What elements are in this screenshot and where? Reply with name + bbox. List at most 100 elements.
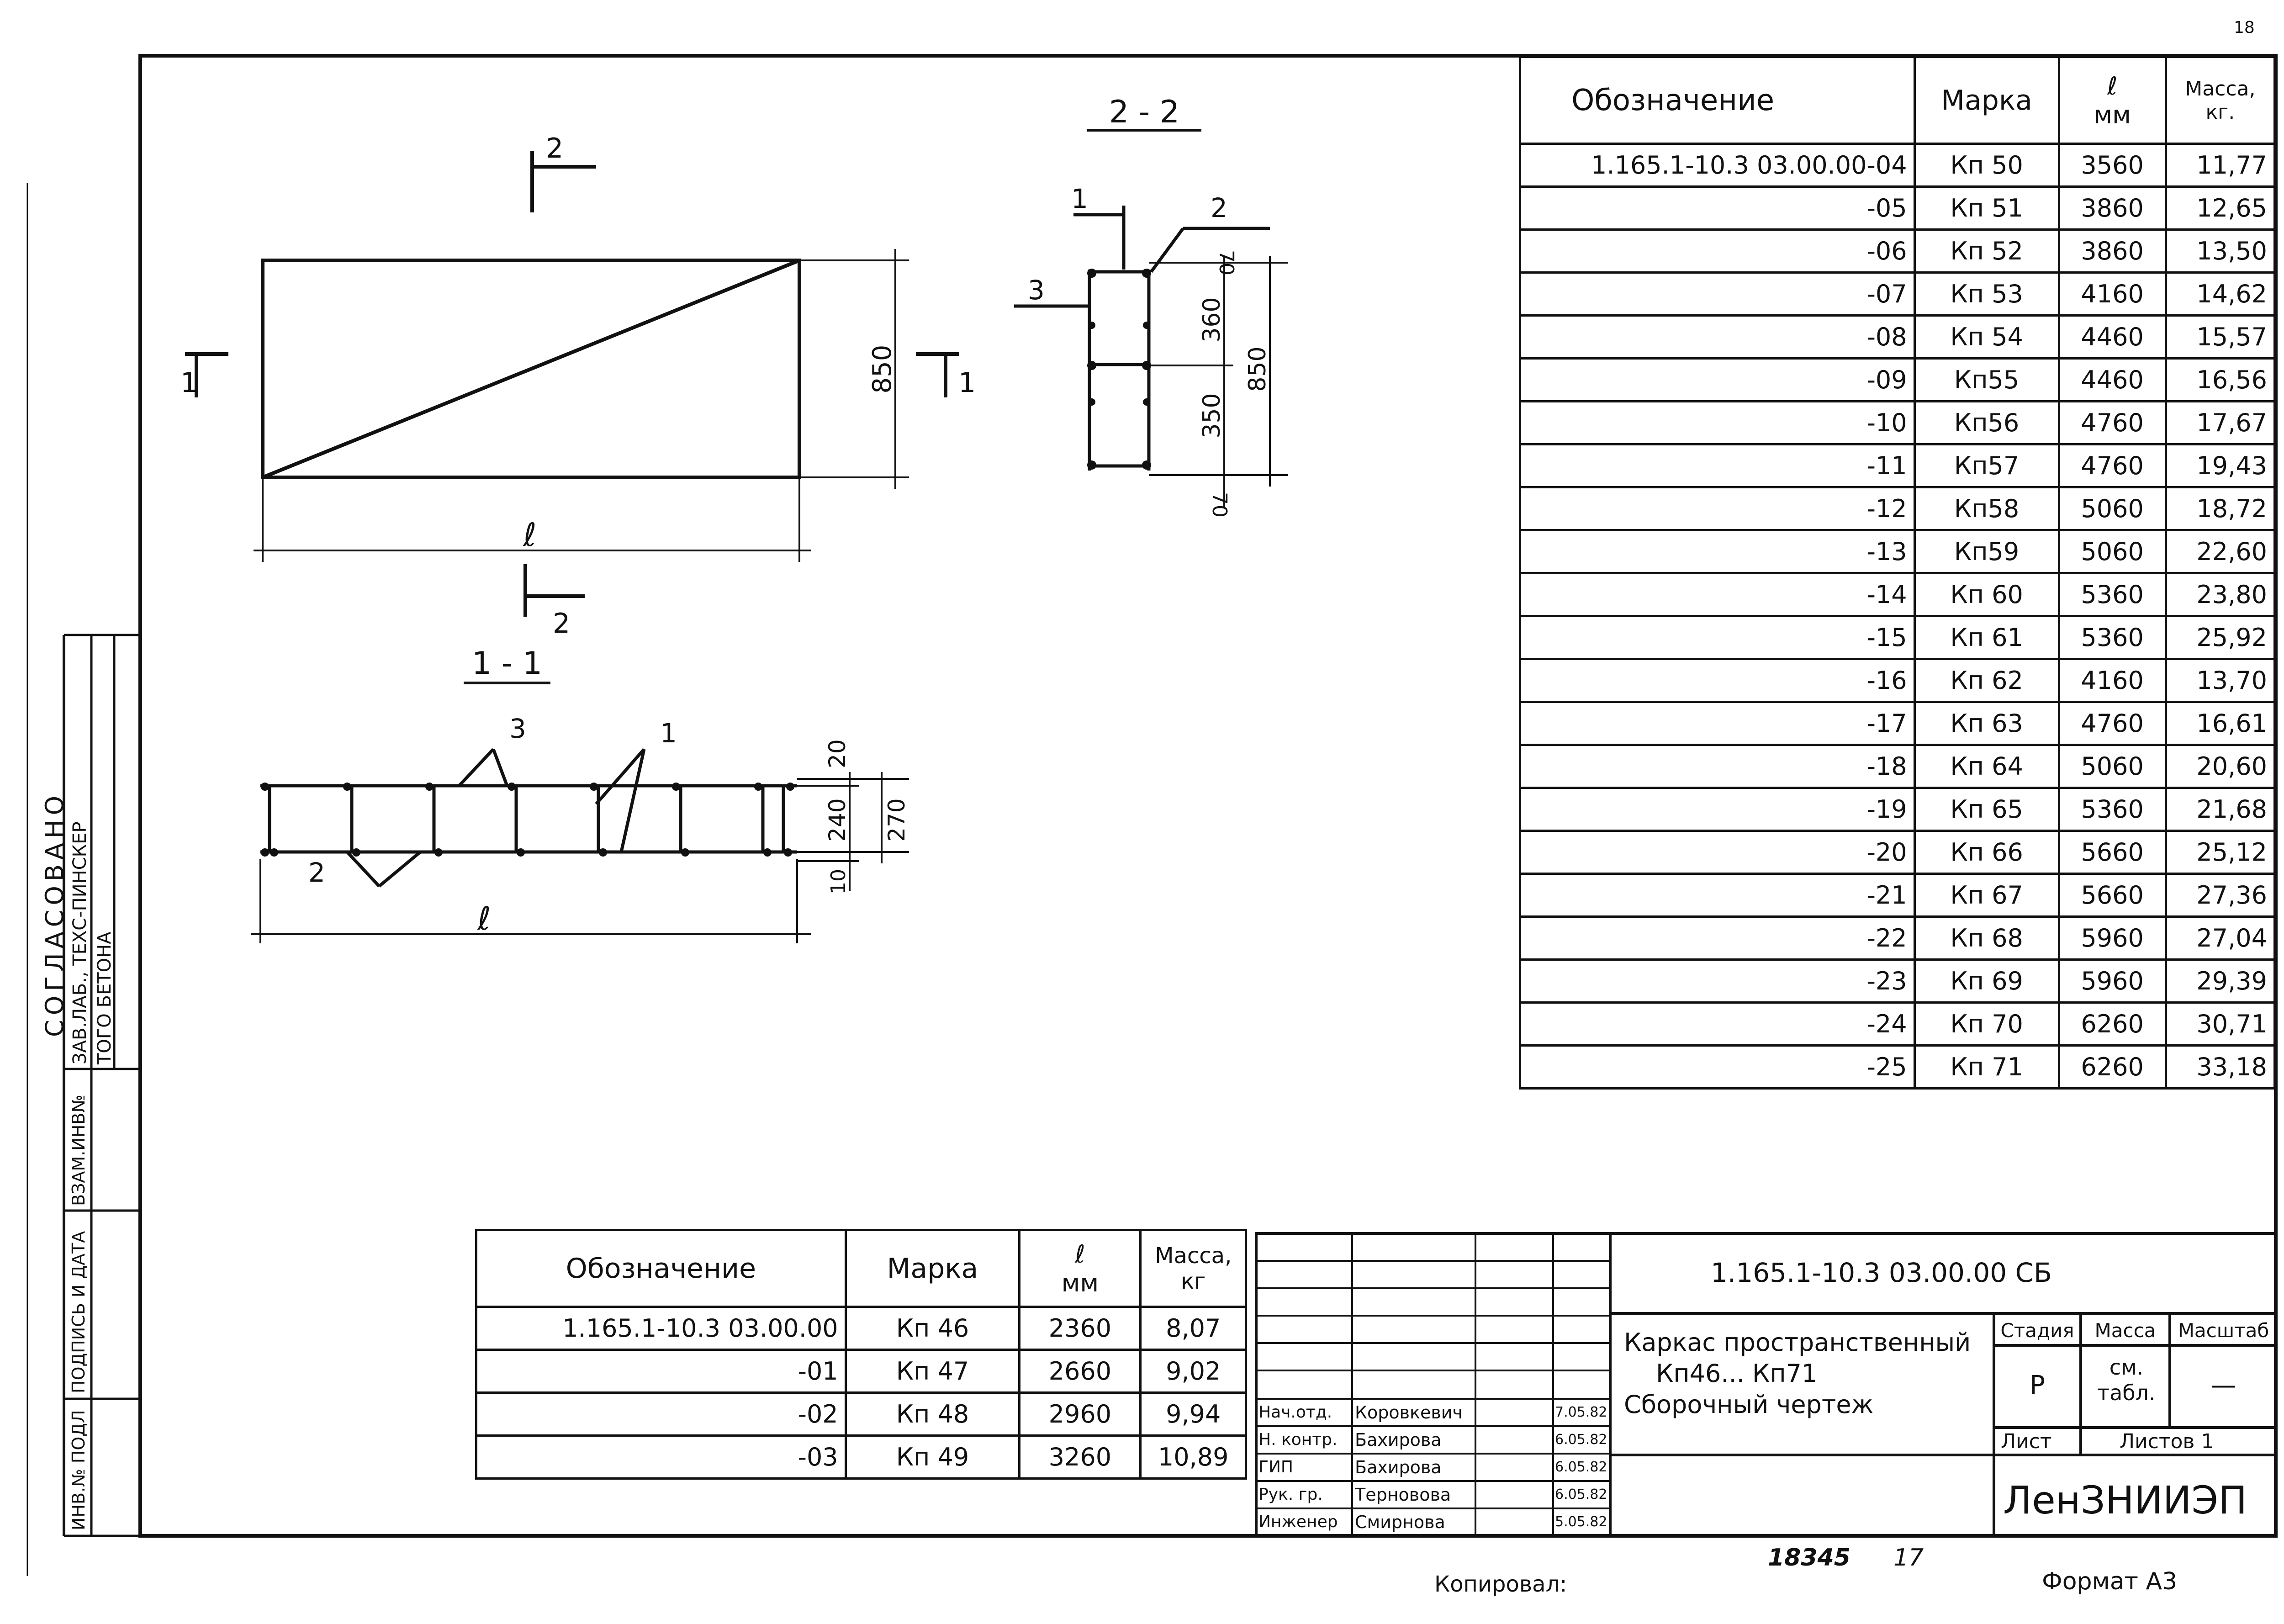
dim-240: 240 [824, 798, 851, 841]
dim-length-plan: ℓ [523, 516, 537, 554]
cell-mass: 21,68 [2164, 787, 2276, 832]
cell-designation: -10 [1519, 400, 1916, 445]
cell-mark: Кп 67 [1913, 873, 2060, 918]
mark-1-right: 1 [958, 367, 976, 399]
cell-designation: -22 [1519, 915, 1916, 961]
mark-2-bottom: 2 [553, 608, 570, 640]
staff-role: Инженер [1258, 1513, 1338, 1531]
cell-designation: -11 [1519, 443, 1916, 488]
cell-length: 3260 [1018, 1434, 1142, 1480]
cell-length: 2960 [1018, 1391, 1142, 1437]
cell-mark: Кп 68 [1913, 915, 2060, 961]
staff-role: Нач.отд. [1258, 1403, 1332, 1422]
header-mass-bottom: Масса,кг [1139, 1229, 1247, 1308]
cell-mark: Кп56 [1913, 400, 2060, 445]
cell-designation: -25 [1519, 1044, 1916, 1090]
cell-mark: Кп 62 [1913, 658, 2060, 703]
cell-mass: 19,43 [2164, 443, 2276, 488]
cell-length: 2360 [1018, 1306, 1142, 1351]
cell-mass: 27,36 [2164, 873, 2276, 918]
cell-mass: 18,72 [2164, 486, 2276, 531]
cell-mark: Кп59 [1913, 529, 2060, 574]
cell-designation: -06 [1519, 228, 1916, 274]
cell-designation: -08 [1519, 314, 1916, 360]
cell-mark: Кп 60 [1913, 572, 2060, 617]
cell-designation: -16 [1519, 658, 1916, 703]
cell-designation: -01 [475, 1349, 847, 1394]
dim-360: 360 [1198, 297, 1226, 342]
dim-70-bottom: 70 [1208, 492, 1231, 518]
cell-mass: 16,56 [2164, 357, 2276, 402]
plan-view [261, 259, 801, 479]
cell-designation: -15 [1519, 615, 1916, 660]
cell-designation: -20 [1519, 830, 1916, 875]
dim-10: 10 [827, 869, 850, 894]
staff-date: 7.05.82 [1555, 1404, 1607, 1420]
cell-length: 4760 [2057, 400, 2167, 445]
doc-title: Каркас пространственный Кп46... Кп71 Сбо… [1624, 1327, 1971, 1420]
callout-2-s11: 2 [308, 857, 325, 888]
title-line-3: Сборочный чертеж [1624, 1390, 1874, 1419]
cell-length: 2660 [1018, 1349, 1142, 1394]
cell-mass: 23,80 [2164, 572, 2276, 617]
cell-mass: 11,77 [2164, 143, 2276, 188]
cell-mark: Кп 52 [1913, 228, 2060, 274]
sheet-number: 17 [1893, 1544, 1924, 1571]
cell-designation: -07 [1519, 271, 1916, 317]
dim-850-section: 850 [1244, 346, 1271, 391]
cell-designation: -21 [1519, 873, 1916, 918]
page-mark: 18 [2234, 18, 2255, 37]
cell-length: 4160 [2057, 271, 2167, 317]
cell-length: 5960 [2057, 915, 2167, 961]
cell-mass: 9,94 [1139, 1391, 1247, 1437]
cell-mark: Кп 71 [1913, 1044, 2060, 1090]
cell-mark: Кп 53 [1913, 271, 2060, 317]
staff-name: Бахирова [1355, 1430, 1442, 1450]
mark-2-top: 2 [546, 132, 563, 164]
cell-mass: 33,18 [2164, 1044, 2276, 1090]
cell-length: 6260 [2057, 1044, 2167, 1090]
section-2-2-view [1014, 206, 1270, 471]
cell-mark: Кп58 [1913, 486, 2060, 531]
dim-850-plan: 850 [867, 345, 897, 394]
cell-designation: -23 [1519, 958, 1916, 1004]
header-mark: Марка [1913, 56, 2060, 145]
section-mark-1-1 [185, 352, 959, 397]
staff-name: Бахирова [1355, 1457, 1442, 1477]
cell-designation: -14 [1519, 572, 1916, 617]
mass-label: Масса [2094, 1319, 2156, 1342]
cell-length: 5360 [2057, 787, 2167, 832]
section-mark-2-2 [523, 151, 596, 617]
header-mass: Масса,кг. [2164, 56, 2276, 145]
staff-role: Н. контр. [1258, 1430, 1338, 1449]
staff-date: 6.05.82 [1555, 1459, 1607, 1475]
cell-mass: 8,07 [1139, 1306, 1247, 1351]
doc-code: 1.165.1-10.3 03.00.00 СБ [1711, 1257, 2052, 1288]
cell-mass: 27,04 [2164, 915, 2276, 961]
cell-length: 5660 [2057, 830, 2167, 875]
cell-length: 5360 [2057, 615, 2167, 660]
cell-mass: 10,89 [1139, 1434, 1247, 1480]
copied-label: Копировал: [1434, 1571, 1567, 1597]
assembly-drawing: 1 - 1 2 - 2 ℓ ℓ 850 850 360 350 70 70 20… [180, 94, 1288, 943]
cell-mark: Кп 50 [1913, 143, 2060, 188]
mark-1-left: 1 [180, 367, 198, 399]
cell-mass: 17,67 [2164, 400, 2276, 445]
cell-mark: Кп 48 [844, 1391, 1021, 1437]
cell-mark: Кп 54 [1913, 314, 2060, 360]
